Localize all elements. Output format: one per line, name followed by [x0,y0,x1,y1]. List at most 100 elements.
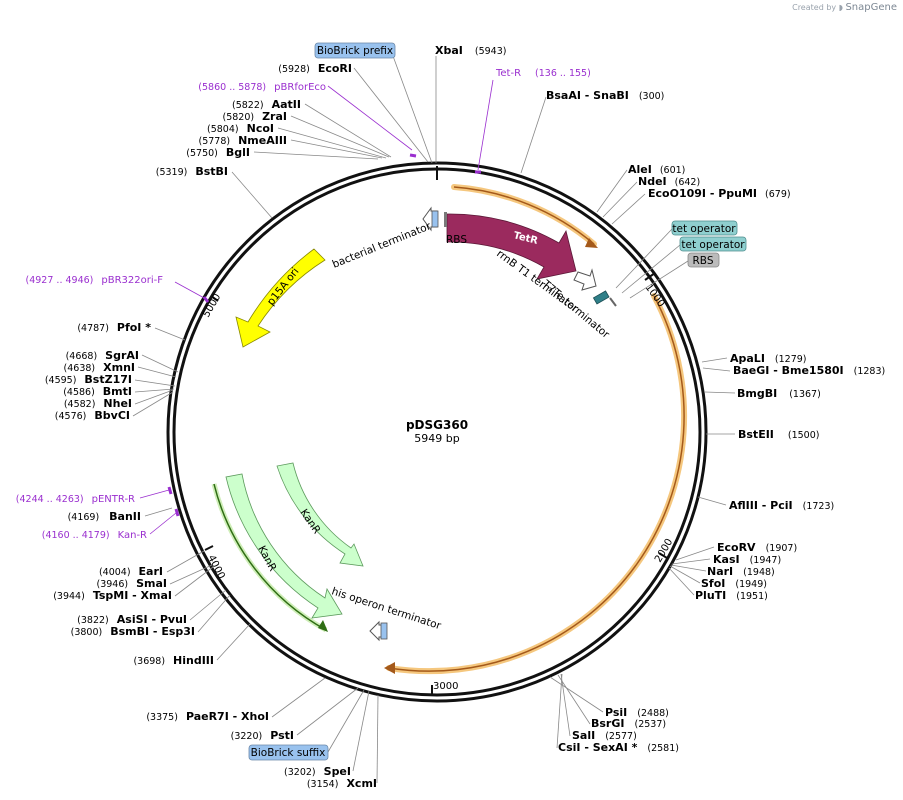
leader-sfoi [669,565,701,584]
t7te-terminator-label: T7Te terminator [539,277,612,341]
site-xmai: (3944)TspMI - XmaI [53,589,172,602]
leader-tet-op-1 [615,228,673,289]
site-ecorv: EcoRV(1907) [717,541,797,554]
primer-pbrforeco-name: pBRforEco [274,82,326,93]
site-banii-pos: (4169) [68,512,100,523]
leader-zrai [290,115,390,158]
site-bstbi: (5319)BstBI [156,165,228,178]
site-bsaai-name: BsaAI - SnaBI [546,89,629,102]
site-ecori-name: EcoRI [318,62,352,75]
primer-pentr-r: (4244 .. 4263)pENTR-R [16,494,135,505]
site-sfoi: SfoI(1949) [701,577,767,590]
primer-tet-r-range: (136 .. 155) [535,68,591,79]
brand-prefix: Created by [792,3,837,12]
rbs-1-label: RBS [446,234,467,246]
site-bsaai-snabi: BsaAI - SnaBI (300) [546,89,664,102]
leader-rbs-2 [629,260,689,299]
site-pluti-name: PluTI [695,589,726,602]
site-bmti-name: BmtI [103,385,132,398]
site-bsaai-pos: (300) [639,91,665,102]
tick-5000-mark [210,295,219,302]
site-aatii-name: AatII [272,98,301,111]
orf-kan-highlight [386,293,688,675]
leader-alei [596,169,628,213]
snapgene-brand: Created by ◗ SnapGene [792,2,897,13]
site-sgrai: (4668)SgrAI [66,349,139,362]
primer-pentr-r-name: pENTR-R [92,494,135,505]
leader-tet-op-2 [621,244,681,294]
rrnb-terminator-arrow [573,268,597,291]
biobrick-prefix-box [314,42,396,59]
site-hindiii-pos: (3698) [133,656,165,667]
rbs-1-mark [444,212,447,227]
site-psti-pos: (3220) [231,731,263,742]
site-nhei-name: NheI [103,397,132,410]
site-ncoi-pos: (5804) [207,124,239,135]
primer-kan-r-range: (4160 .. 4179) [42,530,110,541]
primer-kan-r-mark [174,508,180,517]
site-xmai-name: TspMI - XmaI [93,589,172,602]
leader-bmgbi [704,391,736,394]
t7te-mark [609,297,617,307]
site-baegi-pos: (1283) [854,366,886,377]
site-csii-pos: (2581) [647,743,679,754]
site-alei-name: AleI [628,163,652,176]
orf-kan-line [388,295,685,672]
site-hindiii: (3698)HindIII [133,654,214,667]
feature-kanr-2 [276,462,364,567]
site-pvui-name: AsiSI - PvuI [117,613,187,626]
site-sgrai-pos: (4668) [66,351,98,362]
site-ecoo109i: EcoO109I - PpuMI(679) [648,187,791,200]
leader-psti [296,687,359,736]
primer-kan-r-name: Kan-R [118,530,147,541]
site-bmgbi: BmgBI(1367) [737,387,821,400]
leader-ecorv [675,546,715,561]
site-sfoi-name: SfoI [701,577,725,590]
leader-eco0109i [611,193,646,225]
site-psii-name: PsiI [605,706,627,719]
leader-lines [132,55,736,784]
site-csii: CsiI - SexAI * (2581) [558,741,679,754]
feature-kanr-1 [225,473,343,619]
leader-bgli [253,151,379,160]
rbs-2-box [687,252,720,268]
site-afliii: AflIII - PciI(1723) [729,499,834,512]
leader-sali [560,673,571,737]
leader-esp3i [197,594,231,633]
leader-aatii [304,103,392,158]
site-bgli-pos: (5750) [186,148,218,159]
leader-afliii [697,496,727,506]
site-aatii-pos: (5822) [232,100,264,111]
site-ecorv-pos: (1907) [766,543,798,554]
site-xhoi: (3375)PaeR7I - XhoI [146,710,269,723]
biobrick-prefix-label: BioBrick prefix [317,45,393,57]
site-bsteii-name: BstEII [738,428,774,441]
site-csii-name: CsiI - SexAI * [558,741,638,754]
site-ncoi: (5804) NcoI [207,122,274,135]
feature-p15a-label: p15A ori [265,266,302,308]
leader-tet-r [477,79,494,171]
site-psii: PsiI (2488) [605,706,669,719]
site-alei: AleI(601) [628,163,685,176]
site-psii-pos: (2488) [637,708,669,719]
site-esp3i: (3800)BsmBI - Esp3I [71,625,195,638]
site-nmeaiii-pos: (5778) [198,136,230,147]
site-banii: (4169)BanII [68,510,141,523]
site-bmti-pos: (4586) [63,387,95,398]
primer-pbr322ori-name: pBR322ori-F [101,275,163,286]
primer-tet-r-name: Tet-R [495,68,521,79]
leader-xhoi [271,677,326,718]
site-bsrgi: BsrGI(2537) [591,717,666,730]
leader-smai [169,564,213,585]
leader-pluti [668,567,695,596]
primer-pbrforeco-range: (5860 .. 5878) [198,82,266,93]
primer-pbr322ori: (4927 .. 4946)pBR322ori-F [26,275,164,286]
site-xcmi-name: XcmI [346,777,377,790]
site-nari-pos: (1948) [743,567,775,578]
site-bstbi-name: BstBI [195,165,228,178]
tick-4000-label: 4000 [205,553,226,581]
site-nari: NarI(1948) [707,565,775,578]
site-apali-pos: (1279) [775,354,807,365]
site-ncoi-name: NcoI [247,122,274,135]
